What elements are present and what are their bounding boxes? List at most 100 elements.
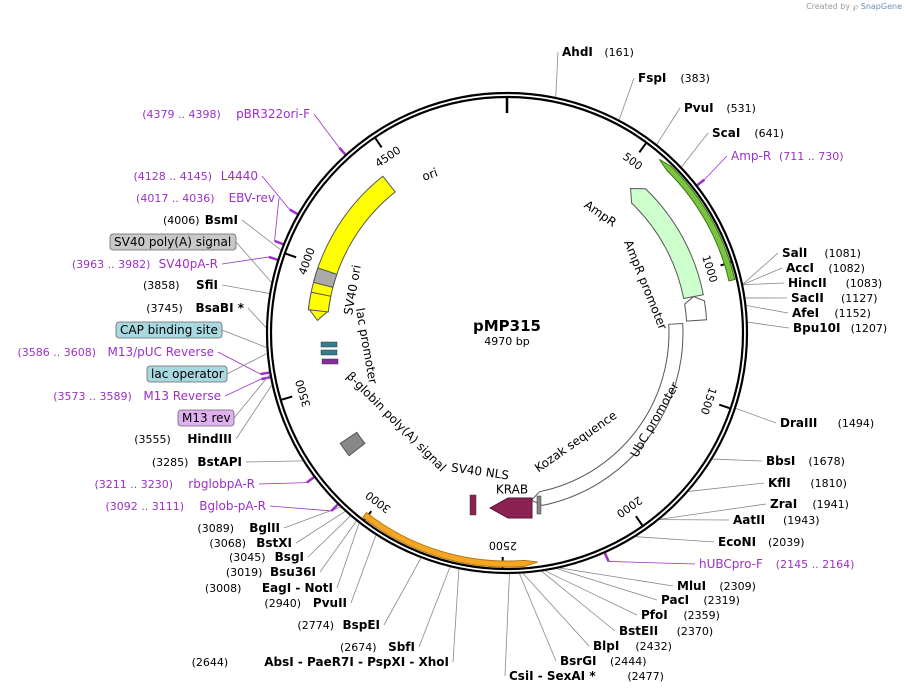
enzyme-position: (2370) bbox=[677, 625, 714, 638]
enzyme-position: (1081) bbox=[824, 247, 861, 260]
primer-hubcpro-f[interactable]: hUBCpro-F(2145 .. 2164) bbox=[699, 557, 854, 571]
primer-site-mark bbox=[268, 255, 278, 261]
primer-range: (4128 .. 4145) bbox=[133, 170, 212, 183]
enzyme-position: (2432) bbox=[635, 640, 672, 653]
enzyme-eagi-noti[interactable]: EagI - NotI(3008) bbox=[205, 581, 333, 595]
enzyme-pfoi[interactable]: PfoI(2359) bbox=[641, 608, 720, 622]
enzyme-paci[interactable]: PacI(2319) bbox=[661, 593, 740, 607]
enzyme-sacii[interactable]: SacII(1127) bbox=[791, 291, 878, 305]
tick-2000 bbox=[635, 515, 644, 526]
feature-globin-poly-a-signal[interactable] bbox=[339, 431, 366, 457]
label-box bbox=[177, 409, 235, 427]
primer-sv40pa-r[interactable]: SV40pA-R(3963 .. 3982) bbox=[72, 257, 218, 271]
enzyme-acci[interactable]: AccI(1082) bbox=[786, 261, 865, 275]
sv40-nls-mark[interactable] bbox=[469, 494, 477, 516]
leader-line bbox=[545, 570, 638, 616]
enzyme-bsgi[interactable]: BsgI(3045) bbox=[229, 550, 304, 564]
enzyme-position: (3745) bbox=[146, 302, 183, 315]
primer-rbglobpa-r[interactable]: rbglobpA-R(3211 .. 3230) bbox=[94, 477, 255, 491]
enzyme-bsmi[interactable]: BsmI(4006) bbox=[163, 213, 238, 227]
enzyme-position: (2940) bbox=[264, 597, 301, 610]
primer-m13-puc-reverse[interactable]: M13/pUC Reverse(3586 .. 3608) bbox=[17, 345, 214, 359]
primer-range: (3963 .. 3982) bbox=[72, 258, 151, 271]
enzyme-name: BstXI bbox=[256, 536, 292, 550]
enzyme-pvuii[interactable]: PvuII (2940) bbox=[264, 596, 347, 610]
tick-label-3500: 3500 bbox=[293, 378, 313, 409]
feature-sv40-ori[interactable] bbox=[312, 267, 338, 289]
enzyme-afei[interactable]: AfeI(1152) bbox=[792, 306, 871, 320]
enzyme-bstapi[interactable]: BstAPI(3285) bbox=[152, 455, 242, 469]
enzyme-sali[interactable]: SalI(1081) bbox=[782, 246, 861, 260]
enzyme-zrai[interactable]: ZraI(1941) bbox=[770, 497, 849, 511]
enzyme-bsrgi[interactable]: BsrGI(2444) bbox=[560, 654, 647, 668]
primer-l4440[interactable]: L4440 (4128 .. 4145) bbox=[133, 169, 258, 183]
enzyme-position: (1207) bbox=[851, 322, 888, 335]
tick-label-4500: 4500 bbox=[373, 144, 403, 170]
primer-bglob-pa-r[interactable]: Bglob-pA-R(3092 .. 3111) bbox=[105, 499, 266, 513]
primer-pbr322ori-f[interactable]: pBR322ori-F(4379 .. 4398) bbox=[142, 107, 310, 121]
primer-name: L4440 bbox=[221, 169, 258, 183]
primer-amp-r[interactable]: Amp-R(711 .. 730) bbox=[731, 149, 844, 163]
enzyme-ahdi[interactable]: AhdI(161) bbox=[562, 45, 634, 59]
m13-rev-mark[interactable] bbox=[321, 358, 339, 365]
enzyme-draiii[interactable]: DraIII(1494) bbox=[780, 416, 874, 430]
enzyme-kfli[interactable]: KflI(1810) bbox=[768, 476, 847, 490]
enzyme-bspei[interactable]: BspEI(2774) bbox=[297, 618, 380, 632]
enzyme-position: (1941) bbox=[812, 498, 849, 511]
cap-site-mark[interactable] bbox=[320, 349, 338, 356]
enzyme-sfii[interactable]: SfiI(3858) bbox=[143, 278, 218, 292]
primer-leader bbox=[217, 351, 261, 375]
enzyme-hindiii[interactable]: HindIII(3555) bbox=[134, 432, 232, 446]
enzyme-bpu10i[interactable]: Bpu10I(1207) bbox=[793, 321, 887, 335]
site-labels[interactable]: AhdI(161) FspI(383) PvuI(531) ScaI(641) SalI… bbox=[17, 45, 887, 683]
enzyme-name: MluI bbox=[677, 579, 706, 593]
enzyme-bstxi[interactable]: BstXI(3068) bbox=[209, 536, 292, 550]
primer-range: (711 .. 730) bbox=[779, 150, 844, 163]
enzyme-pvui[interactable]: PvuI(531) bbox=[684, 101, 756, 115]
primer-range: (4017 .. 4036) bbox=[136, 192, 215, 205]
enzyme-absi-paer7i-pspxi-xhoi[interactable]: AbsI - PaeR7I - PspXI - XhoI(2644) bbox=[192, 655, 449, 669]
enzyme-fspi[interactable]: FspI(383) bbox=[638, 71, 710, 85]
enzyme-name: HindIII bbox=[187, 432, 232, 446]
lac-operator-mark[interactable] bbox=[320, 341, 338, 348]
leader-line bbox=[519, 573, 557, 662]
enzyme-bsteii[interactable]: BstEII(2370) bbox=[619, 624, 713, 638]
boxed-sv40-poly-a-signal[interactable]: SV40 poly(A) signal bbox=[109, 233, 237, 251]
enzyme-bsu36i[interactable]: Bsu36I(3019) bbox=[226, 565, 316, 579]
enzyme-blpi[interactable]: BlpI(2432) bbox=[593, 639, 672, 653]
label-text: M13 rev bbox=[182, 411, 231, 425]
enzyme-name: PvuII bbox=[313, 596, 347, 610]
amp-orf-arrow[interactable] bbox=[659, 158, 736, 282]
boxed-lac-operator[interactable]: lac operator bbox=[146, 365, 228, 383]
enzyme-csii-sexai[interactable]: CsiI - SexAI *(2477) bbox=[509, 669, 664, 683]
feature-ampr[interactable] bbox=[630, 188, 704, 300]
enzyme-position: (1127) bbox=[841, 292, 878, 305]
enzyme-scai[interactable]: ScaI(641) bbox=[712, 126, 784, 140]
enzyme-econi[interactable]: EcoNI(2039) bbox=[718, 535, 805, 549]
enzyme-position: (2674) bbox=[340, 641, 377, 654]
feature-krab[interactable] bbox=[488, 497, 533, 519]
enzyme-bbsi[interactable]: BbsI(1678) bbox=[766, 454, 845, 468]
enzyme-name: BsmI bbox=[205, 213, 238, 227]
enzyme-hincii[interactable]: HincII(1083) bbox=[788, 276, 882, 290]
enzyme-position: (161) bbox=[604, 46, 634, 59]
kozak-mark[interactable] bbox=[536, 495, 542, 515]
enzyme-bglii[interactable]: BglII(3089) bbox=[197, 521, 280, 535]
enzyme-aatii[interactable]: AatII(1943) bbox=[733, 513, 820, 527]
orf-arrow[interactable] bbox=[362, 511, 538, 568]
enzyme-name: BsrGI bbox=[560, 654, 597, 668]
enzyme-bsabi[interactable]: BsaBI *(3745) bbox=[146, 301, 245, 315]
primer-ebv-rev[interactable]: EBV-rev(4017 .. 4036) bbox=[136, 191, 275, 205]
feature-arrows[interactable] bbox=[307, 158, 736, 568]
primer-leader bbox=[261, 175, 290, 210]
enzyme-name: BbsI bbox=[766, 454, 795, 468]
boxed-cap-binding-site[interactable]: CAP binding site bbox=[115, 321, 223, 339]
primer-m13-reverse[interactable]: M13 Reverse(3573 .. 3589) bbox=[53, 389, 221, 403]
enzyme-sbfi[interactable]: SbfI(2674) bbox=[340, 640, 415, 654]
primer-leader bbox=[221, 256, 269, 265]
feature-sv40-poly-a-signal[interactable] bbox=[307, 291, 332, 313]
boxed-m13-rev[interactable]: M13 rev bbox=[177, 409, 235, 427]
feature-ampr-promoter[interactable] bbox=[684, 296, 708, 322]
enzyme-mlui[interactable]: MluI(2309) bbox=[677, 579, 756, 593]
